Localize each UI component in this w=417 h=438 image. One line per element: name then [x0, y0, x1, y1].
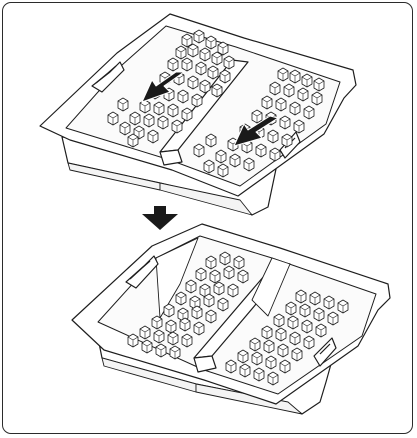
ice-bin-after: [72, 224, 390, 414]
ice-bin-before: [40, 14, 356, 215]
down-arrow-icon: [142, 206, 178, 230]
